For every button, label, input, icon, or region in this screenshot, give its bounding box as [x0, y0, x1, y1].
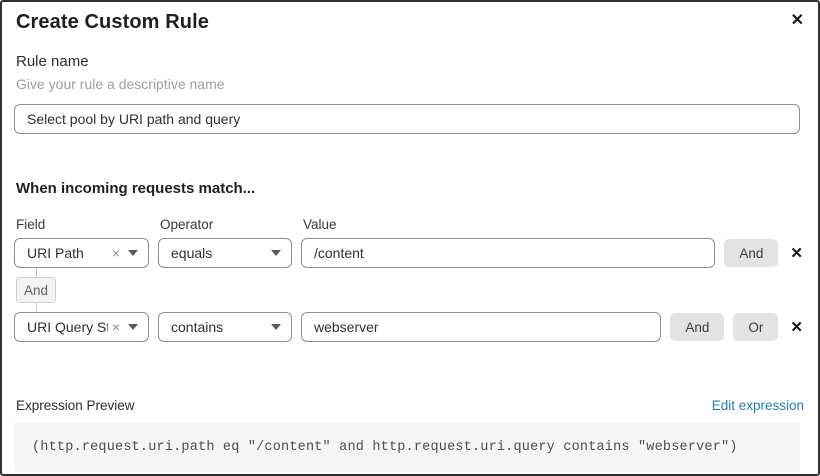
match-row: URI Path × equals And ✕ [14, 238, 806, 268]
dialog-header: Create Custom Rule ✕ [14, 11, 806, 34]
field-select-value: URI Path [27, 245, 84, 261]
field-select-value: URI Query St... [27, 319, 108, 335]
match-heading: When incoming requests match... [16, 180, 256, 197]
edit-expression-link[interactable]: Edit expression [711, 398, 804, 413]
add-and-condition-button[interactable]: And [724, 239, 779, 267]
operator-column-label: Operator [160, 217, 214, 232]
rule-name-input[interactable] [14, 104, 800, 134]
connector-line [36, 268, 37, 277]
clear-field-icon[interactable]: × [111, 319, 120, 335]
expression-preview-code: (http.request.uri.path eq "/content" and… [14, 422, 800, 472]
chevron-down-icon [128, 324, 138, 330]
delete-row-icon[interactable]: ✕ [790, 319, 803, 336]
expression-preview-header: Expression Preview Edit expression [14, 398, 806, 413]
rule-name-hint: Give your rule a descriptive name [16, 76, 225, 92]
add-or-condition-button[interactable]: Or [733, 313, 779, 341]
condition-connector: And [14, 268, 806, 312]
operator-select[interactable]: equals [158, 238, 292, 268]
value-column-label: Value [303, 217, 337, 232]
value-input[interactable] [301, 312, 662, 342]
delete-row-icon[interactable]: ✕ [790, 245, 803, 262]
field-select[interactable]: URI Path × [14, 238, 149, 268]
field-select[interactable]: URI Query St... × [14, 312, 149, 342]
field-column-label: Field [16, 217, 46, 232]
expression-preview-label: Expression Preview [16, 398, 135, 413]
dialog-title: Create Custom Rule [16, 11, 209, 33]
and-connector-badge: And [16, 277, 56, 303]
chevron-down-icon [271, 324, 281, 330]
chevron-down-icon [128, 250, 138, 256]
operator-select-value: contains [171, 319, 224, 335]
clear-field-icon[interactable]: × [111, 245, 120, 261]
value-input[interactable] [301, 238, 716, 268]
connector-line [36, 303, 37, 312]
operator-select-value: equals [171, 245, 213, 261]
chevron-down-icon [271, 250, 281, 256]
operator-select[interactable]: contains [158, 312, 292, 342]
match-row: URI Query St... × contains And Or ✕ [14, 312, 806, 342]
add-and-condition-button[interactable]: And [670, 313, 725, 341]
match-column-labels: Field Operator Value [14, 217, 806, 232]
rule-name-label: Rule name [16, 53, 89, 70]
close-icon[interactable]: ✕ [790, 12, 804, 29]
